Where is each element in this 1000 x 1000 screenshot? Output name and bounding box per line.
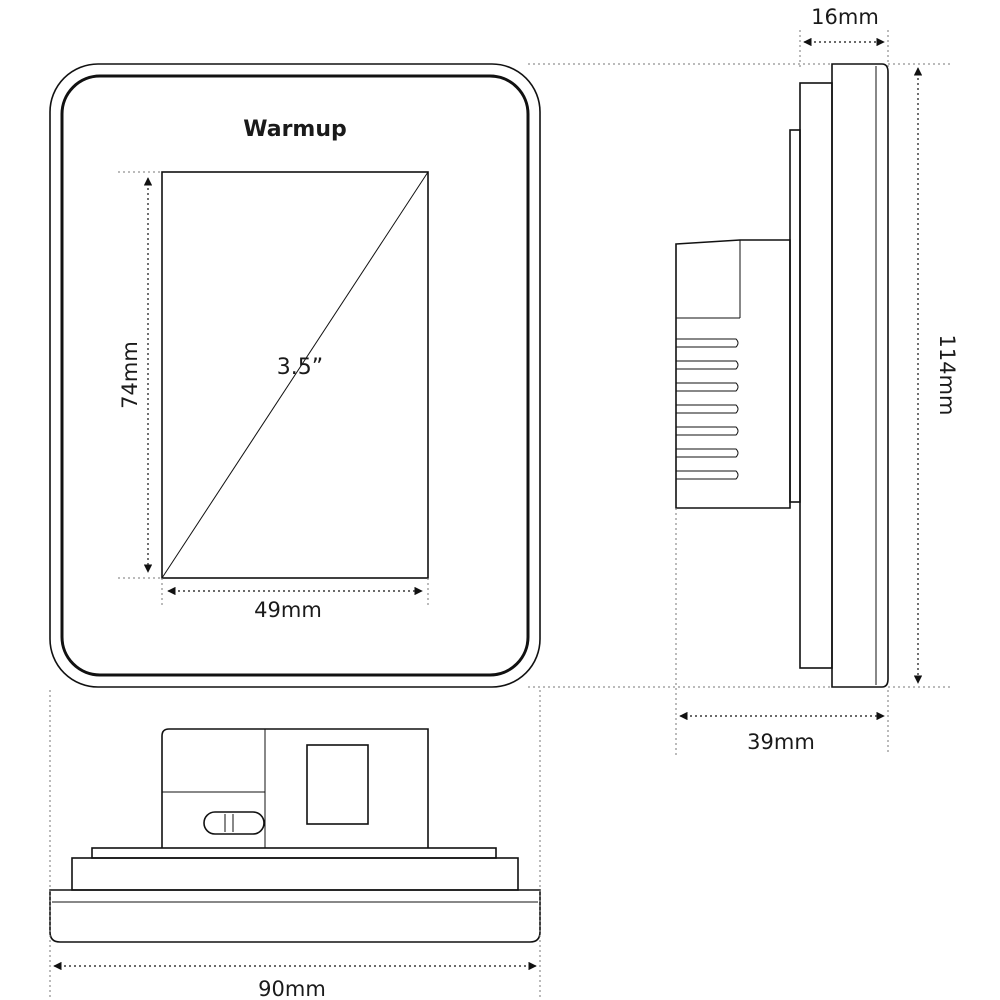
screen-diagonal-label: 3.5”: [277, 355, 323, 380]
device-width-label: 90mm: [258, 977, 326, 1000]
front-bezel: [60, 74, 530, 677]
side-faceplate: [831, 63, 889, 688]
screen-outline: [161, 171, 429, 579]
bottom-slider-slot: [203, 811, 265, 835]
bottom-view: 90mm: [49, 690, 541, 1000]
device-height-label: 114mm: [935, 335, 959, 416]
side-mount-plate: [789, 129, 801, 503]
bottom-faceplate: [49, 889, 541, 943]
warmup-logo: Warmup: [243, 117, 347, 142]
bottom-rear-housing: [161, 728, 429, 848]
screen-width-label: 49mm: [254, 598, 322, 622]
faceplate-depth-label: 16mm: [811, 5, 879, 29]
screen-height-label: 74mm: [118, 341, 142, 409]
side-backplate: [799, 82, 833, 669]
screen-diagonal: [161, 171, 429, 579]
bottom-backplate: [71, 857, 519, 891]
side-vent-fins: [676, 338, 739, 480]
front-view: Warmup 3.5” 74mm 49mm: [49, 63, 541, 688]
bottom-mount-plate: [91, 847, 497, 859]
total-depth-label: 39mm: [747, 730, 815, 754]
side-view: 16mm 39mm 114mm: [675, 5, 959, 755]
side-rear-housing: [675, 239, 791, 509]
front-outer-frame: [49, 63, 541, 688]
bottom-terminal-window: [306, 744, 369, 825]
